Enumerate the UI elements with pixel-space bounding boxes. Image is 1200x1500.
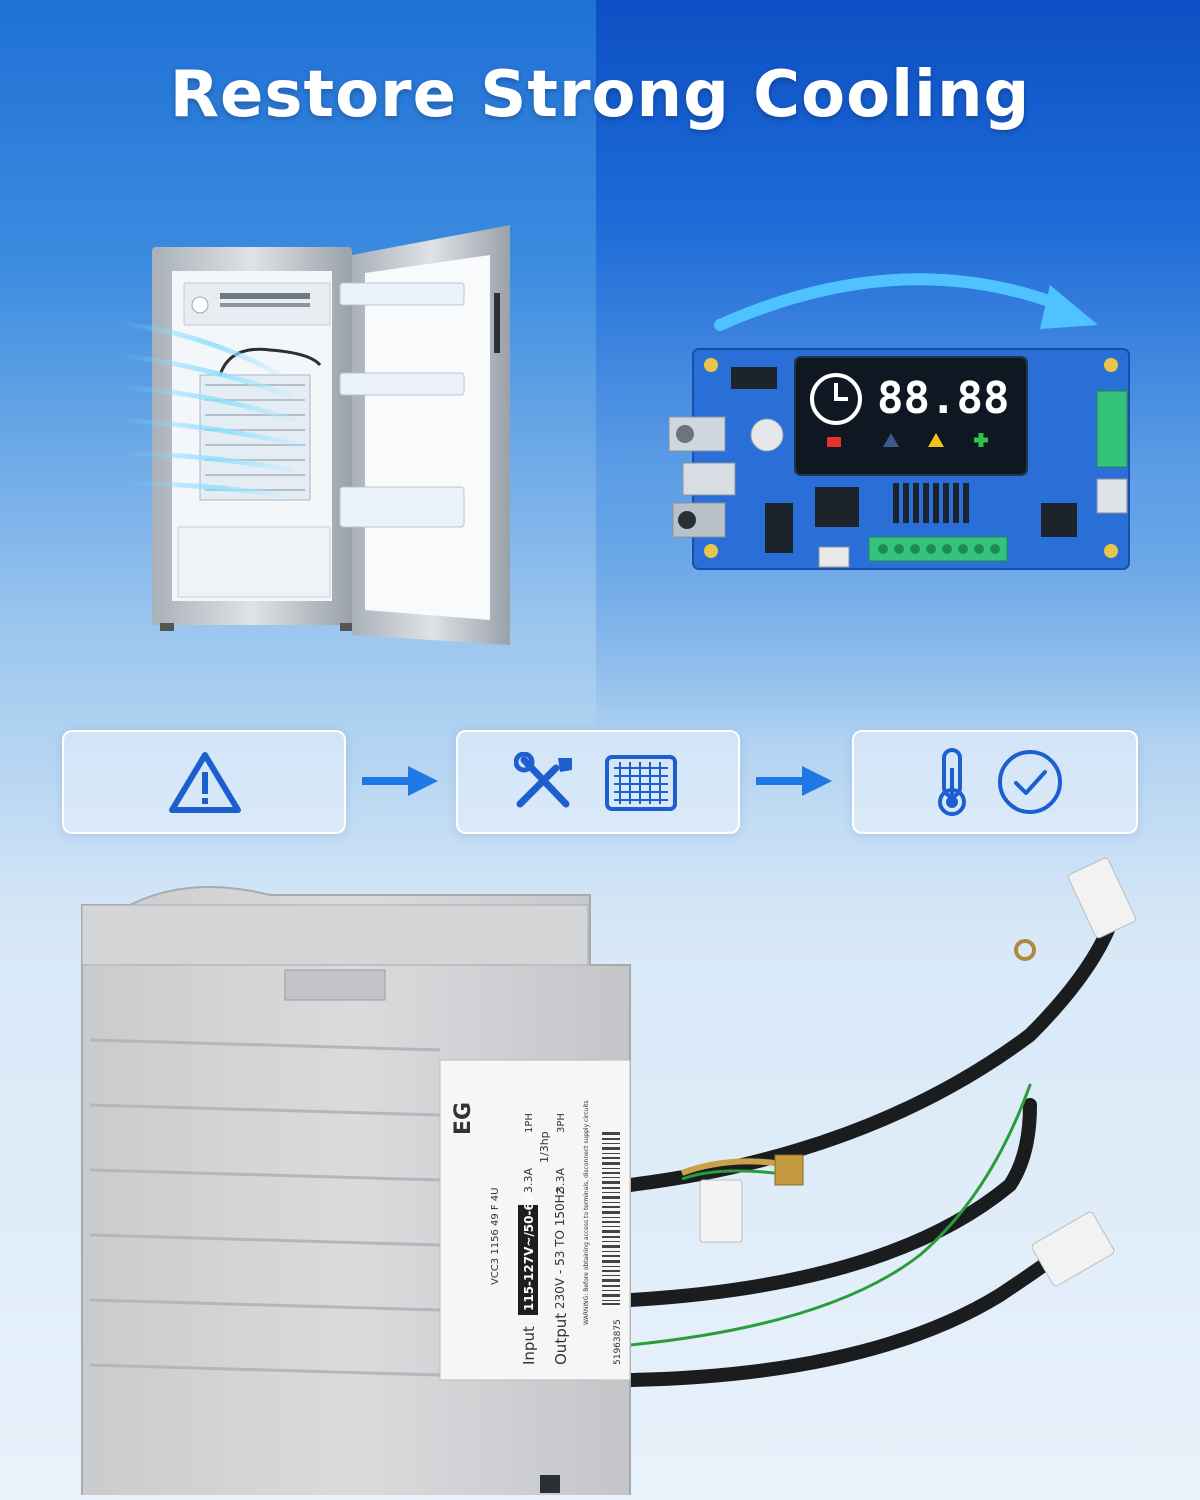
warning-triangle-icon: [169, 752, 241, 813]
label-barcode-number: 51963875: [613, 1319, 623, 1365]
control-board-illustration: 88.88: [668, 348, 1130, 570]
label-warning: WARNING: Before obtaining access to term…: [583, 1100, 590, 1325]
refrigerator-illustration: [120, 225, 510, 645]
barcode-icon: [602, 1132, 620, 1305]
label-output-current: 3.3A: [554, 1168, 567, 1193]
label-power: 1/3hp: [538, 1131, 551, 1163]
label-phase-out: 3PH: [556, 1113, 567, 1133]
display-digits: 88.88: [877, 373, 1009, 424]
step-box-result: [852, 730, 1138, 834]
step-box-repair: [456, 730, 740, 834]
evaporator-grid-icon: [605, 755, 677, 811]
arrow-right-icon: [362, 766, 438, 796]
label-model: VCC3 1156 49 F 4U: [490, 1188, 501, 1286]
arrow-right-icon-2: [756, 766, 832, 796]
label-output-title: Output: [552, 1313, 570, 1365]
label-input-title: Input: [520, 1326, 538, 1365]
inverter-module-illustration: EG VCC3 1156 49 F 4U Input 115-127V~/50-…: [81, 857, 1136, 1495]
thermometer-icon: [938, 748, 966, 816]
label-brand: EG: [451, 1102, 476, 1135]
tools-icon: [514, 752, 572, 808]
checkmark-circle-icon: [998, 750, 1062, 814]
label-phase-in: 1PH: [524, 1113, 535, 1133]
label-input-value: 115-127V~/50-60Hz: [522, 1177, 536, 1311]
curved-arrow-icon: [714, 273, 1098, 331]
label-output-value: 230V - 53 TO 150Hz: [553, 1188, 567, 1309]
page-title: Restore Strong Cooling: [169, 58, 1031, 132]
label-input-current: 3.3A: [522, 1168, 535, 1193]
step-box-problem: [62, 730, 346, 834]
